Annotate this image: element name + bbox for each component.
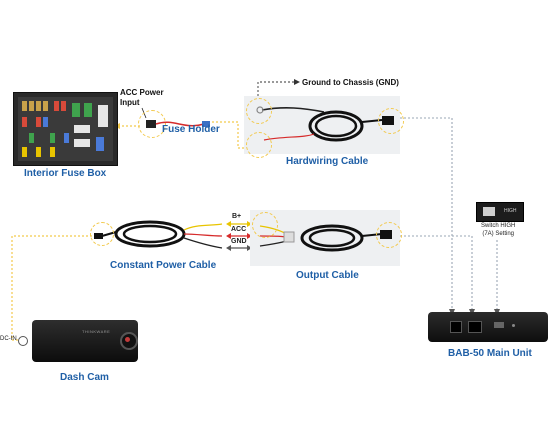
acc-arrow-right [247, 233, 252, 239]
acc-power-input-label: ACC Power Input [120, 88, 164, 107]
interior-fuse-box-label: Interior Fuse Box [24, 168, 107, 179]
main-unit-image [428, 312, 548, 342]
gnd-arrow-right [247, 245, 252, 251]
switch-setting-label: Switch HIGH (7A) Setting [481, 223, 516, 237]
main-unit-port-output [468, 321, 482, 333]
gnd-label: GND [231, 238, 247, 245]
hardwiring-cable-label: Hardwiring Cable [286, 156, 369, 167]
switch-high-mark: HIGH [504, 208, 517, 214]
hardwiring-connector-callout [378, 108, 404, 134]
dc-in-port-circle [18, 336, 28, 346]
dash-cam-image: THINKWARE [32, 320, 138, 362]
ground-to-chassis-label: Ground to Chassis (GND) [302, 78, 399, 87]
output-cable-left-callout [252, 212, 278, 238]
b-plus-arrow-left [226, 221, 231, 227]
ground-callout-circle [246, 98, 272, 124]
interior-fuse-box-image [13, 92, 118, 166]
dash-cam-lens-dot [125, 337, 130, 342]
acc-label: ACC [231, 226, 247, 233]
fuse-holder-callout-circle [138, 110, 166, 138]
fuse-holder-label: Fuse Holder [162, 124, 220, 135]
dash-cam-label: Dash Cam [60, 372, 109, 383]
hardwiring-to-unit-line [400, 117, 453, 312]
dash-cam-brand: THINKWARE [82, 329, 111, 334]
output-cable-right-callout [376, 222, 402, 248]
fuse-box-drawing [18, 97, 113, 161]
acc-callout-circle [246, 132, 272, 158]
switch-setting-image: HIGH [476, 202, 524, 222]
constant-to-dashcam-line [11, 235, 100, 341]
output-to-unit-line [400, 235, 473, 312]
ground-arrow-head [294, 79, 300, 85]
main-unit-port-power [450, 321, 462, 333]
constant-cable-callout [90, 222, 114, 246]
dc-in-label: DC-IN [0, 336, 17, 342]
constant-power-cable-label: Constant Power Cable [110, 260, 217, 271]
b-plus-arrow-right [247, 221, 252, 227]
constant-power-cable-drawing [94, 220, 223, 249]
switch-toggle [483, 207, 495, 216]
main-unit-led [512, 324, 515, 327]
main-unit-switch [494, 322, 504, 328]
main-unit-label: BAB-50 Main Unit [448, 348, 532, 359]
ground-line [257, 81, 298, 104]
gnd-arrow-left [226, 245, 231, 251]
b-plus-label: B+ [232, 213, 242, 220]
fuse-holder-drawing [146, 120, 210, 128]
output-cable-label: Output Cable [296, 270, 359, 281]
acc-arrow-left [226, 233, 231, 239]
